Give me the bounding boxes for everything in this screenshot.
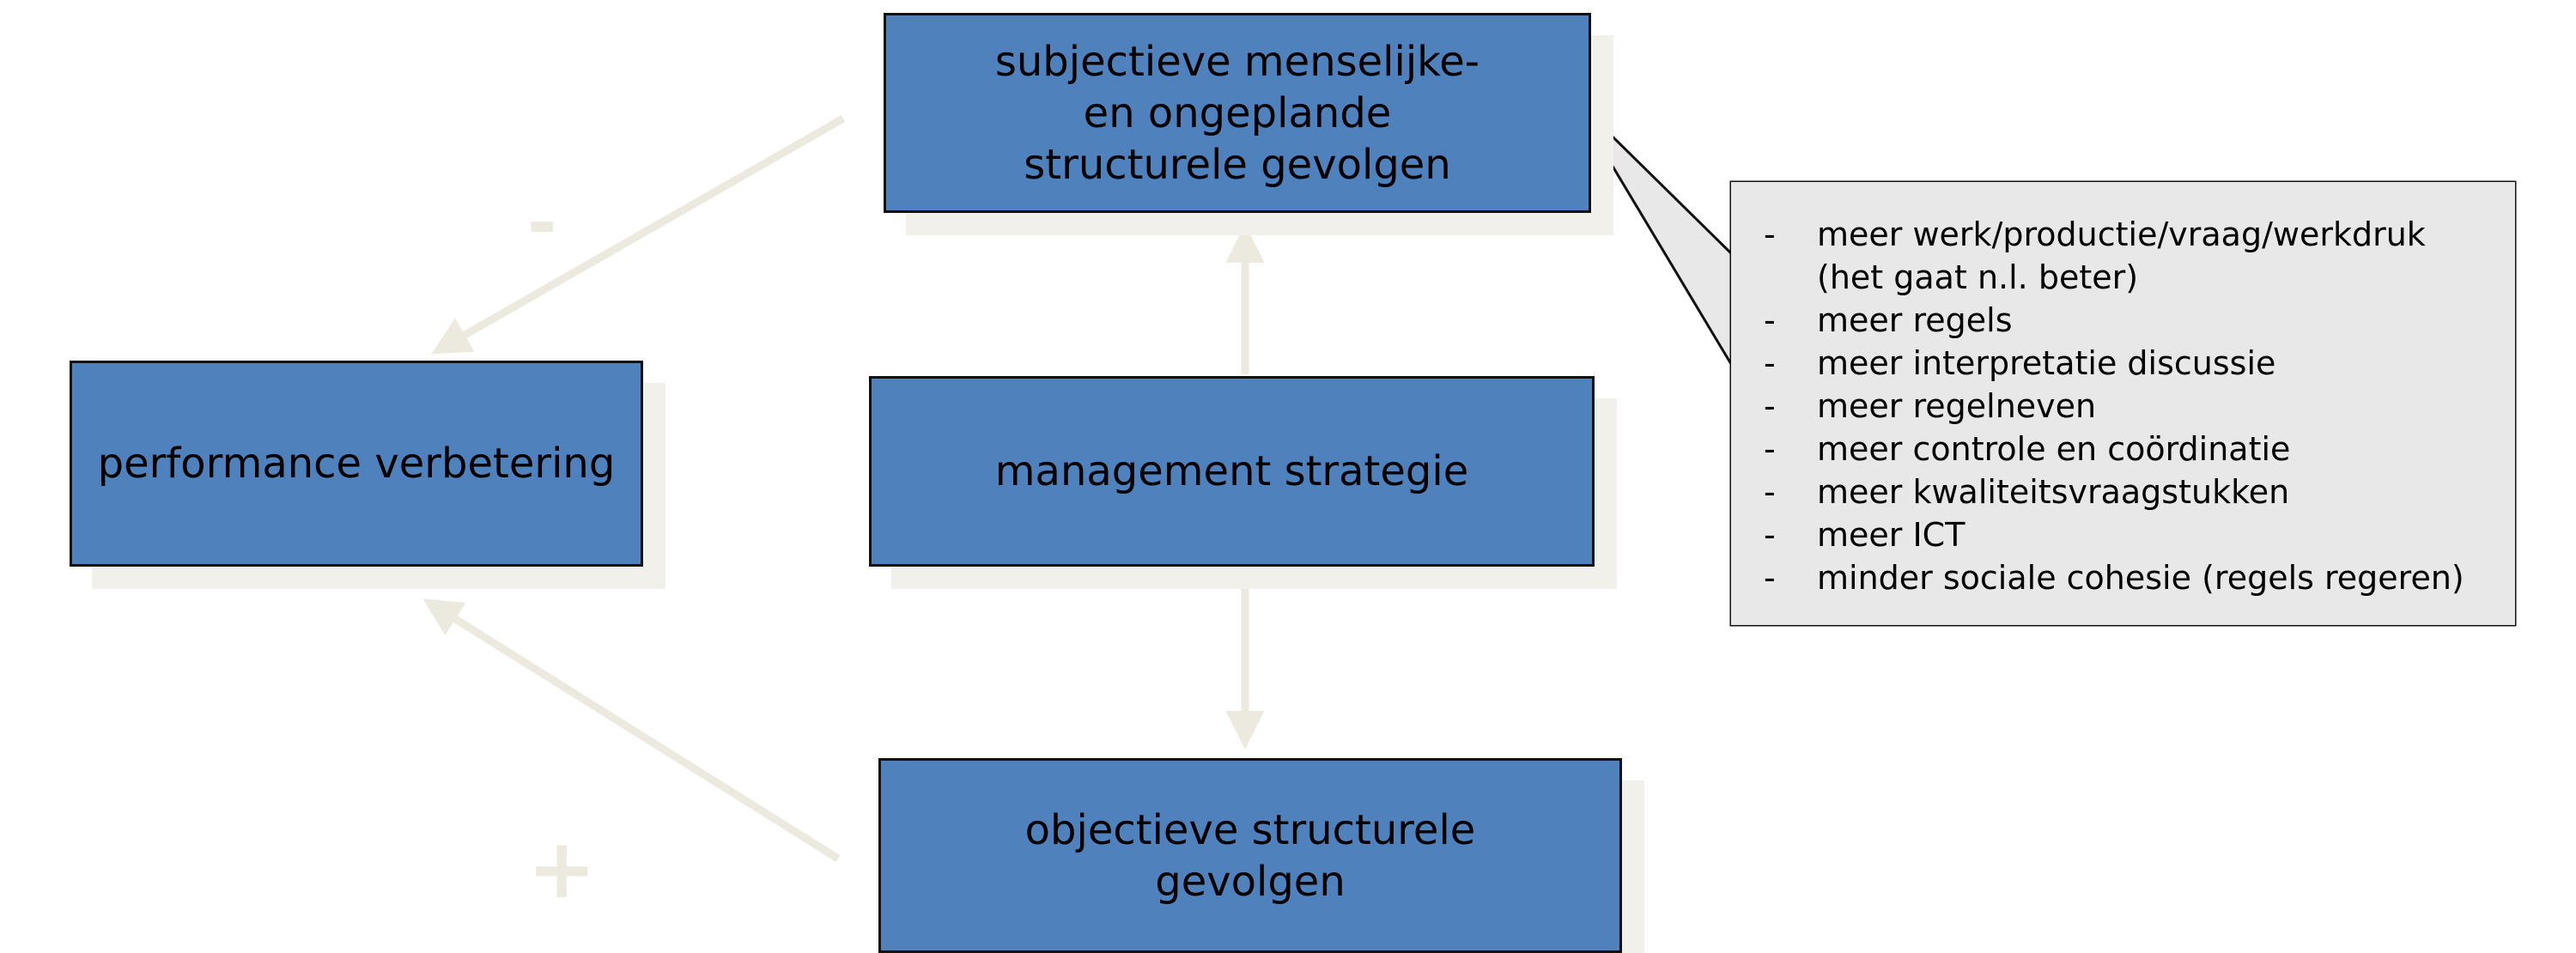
bullet-dash: - xyxy=(1764,215,1776,253)
callout-item: -minder sociale cohesie (regels regeren) xyxy=(1764,556,2498,599)
callout-item: -meer werk/productie/vraag/werkdruk (het… xyxy=(1764,213,2498,299)
callout-item: -meer controle en coördinatie xyxy=(1764,428,2498,470)
callout-item: -meer kwaliteitsvraagstukken xyxy=(1764,470,2498,513)
callout-box: -meer werk/productie/vraag/werkdruk (het… xyxy=(1731,182,2515,625)
node-label: management strategie xyxy=(994,447,1469,495)
callout-pointer xyxy=(1568,93,1733,369)
plus-sign: + xyxy=(527,821,597,917)
callout-item: -meer interpretatie discussie xyxy=(1764,342,2498,385)
bullet-dash: - xyxy=(1764,430,1776,468)
bullet-dash: - xyxy=(1764,387,1776,425)
callout-list: -meer werk/productie/vraag/werkdruk (het… xyxy=(1764,213,2498,599)
node-objective-consequences: objectieve structurele gevolgen xyxy=(878,758,1622,953)
node-management-strategy: management strategie xyxy=(869,376,1595,567)
node-label: objectieve structurele gevolgen xyxy=(1024,805,1476,906)
bullet-dash: - xyxy=(1764,473,1776,511)
minus-sign: - xyxy=(527,180,557,264)
callout-item: -meer regels xyxy=(1764,299,2498,342)
bullet-dash: - xyxy=(1764,559,1776,597)
bullet-dash: - xyxy=(1764,301,1776,339)
arrow-bottom-to-left xyxy=(422,598,841,862)
bullet-dash: - xyxy=(1764,516,1776,554)
callout-item: -meer regelneven xyxy=(1764,385,2498,428)
node-subjective-consequences: subjectieve menselijke- en ongeplande st… xyxy=(884,13,1591,213)
arrow-top-to-left xyxy=(431,115,846,355)
node-label: performance verbetering xyxy=(97,440,616,488)
callout-item: -meer ICT xyxy=(1764,513,2498,556)
bullet-dash: - xyxy=(1764,344,1776,382)
node-label: subjectieve menselijke- en ongeplande st… xyxy=(994,37,1480,189)
node-performance-improvement: performance verbetering xyxy=(70,361,643,567)
